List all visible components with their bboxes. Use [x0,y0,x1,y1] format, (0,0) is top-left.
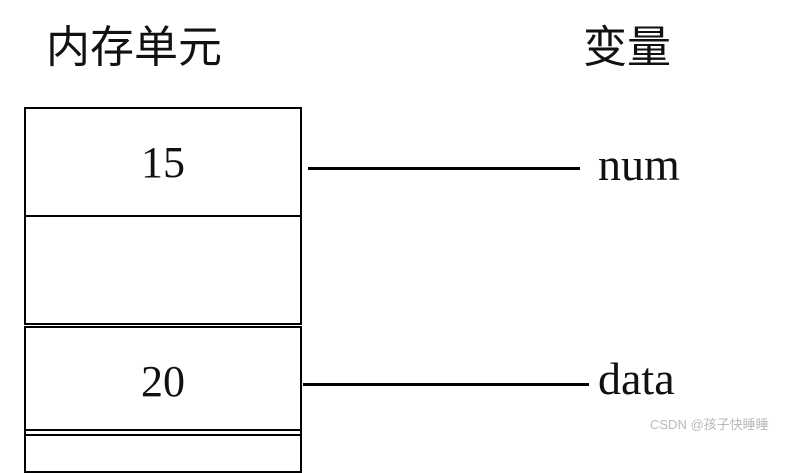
connector-line-num [308,167,580,170]
memory-units-heading: 内存单元 [46,22,222,73]
variable-label-data: data [598,353,675,404]
memory-cell-data: 20 [24,326,302,436]
memory-cell-num: 15 [24,107,302,217]
variables-heading: 变量 [583,22,671,73]
memory-cell-partial [24,429,302,473]
variable-label-num: num [598,139,680,190]
connector-line-data [303,383,589,386]
memory-column: 15 20 [24,107,302,473]
memory-cell-empty [24,215,302,325]
csdn-watermark: CSDN @孩子快睡睡 [650,417,769,432]
